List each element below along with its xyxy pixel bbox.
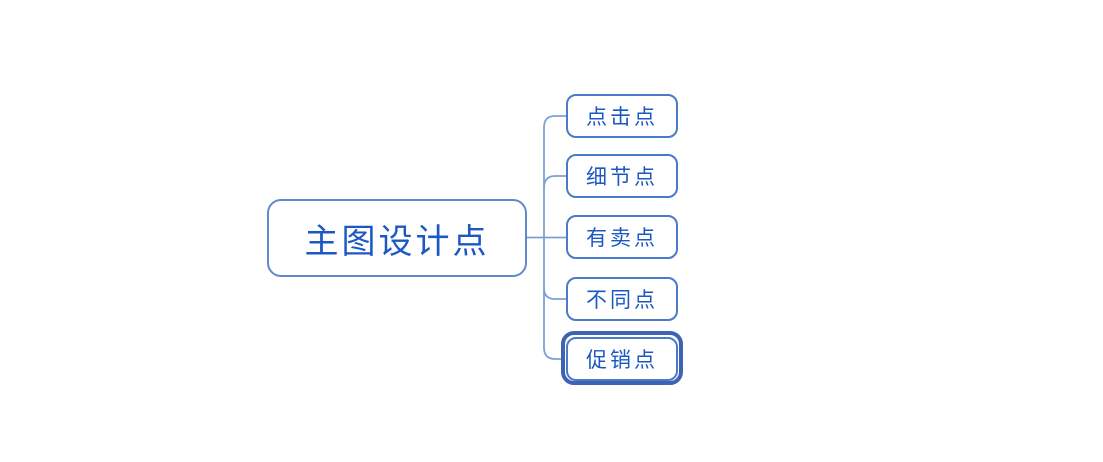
root-node[interactable]: 主图设计点 bbox=[267, 199, 527, 277]
connector-branch-1 bbox=[543, 115, 567, 129]
connector-branch-2 bbox=[543, 175, 567, 189]
root-node-label: 主图设计点 bbox=[304, 223, 490, 261]
node-selling-point-label: 有卖点 bbox=[586, 226, 658, 250]
node-difference-point[interactable]: 不同点 bbox=[566, 277, 678, 321]
node-click-point[interactable]: 点击点 bbox=[566, 94, 678, 138]
node-promotion-point[interactable]: 促销点 bbox=[566, 337, 678, 381]
connector-branch-4 bbox=[543, 287, 567, 300]
selection-ring bbox=[561, 331, 683, 385]
node-detail-point-label: 细节点 bbox=[586, 165, 658, 189]
node-selling-point[interactable]: 有卖点 bbox=[566, 215, 678, 259]
node-difference-point-label: 不同点 bbox=[586, 288, 658, 312]
connector-branch-5 bbox=[543, 346, 563, 360]
node-click-point-label: 点击点 bbox=[586, 105, 658, 129]
node-promotion-point-label: 促销点 bbox=[586, 348, 658, 372]
node-detail-point[interactable]: 细节点 bbox=[566, 154, 678, 198]
